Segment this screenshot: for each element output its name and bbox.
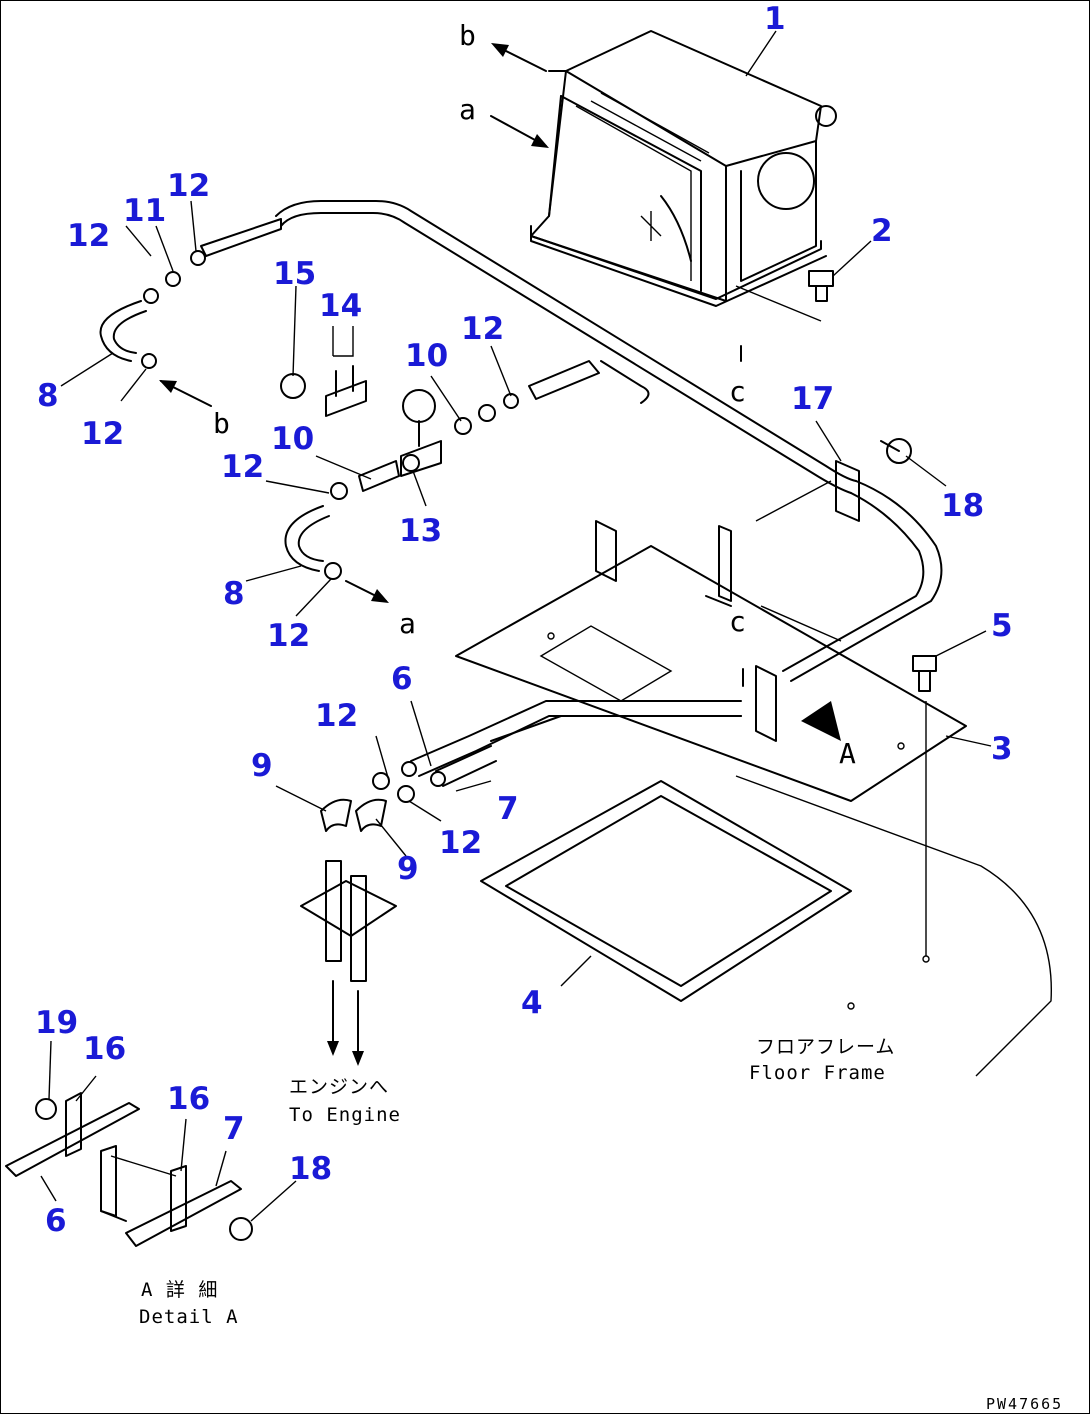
note-floor-frame-en: Floor Frame [749,1062,886,1084]
engine-connector [300,798,397,1066]
callout-7: 7 [497,791,519,827]
callout-7-detail: 7 [223,1111,245,1147]
letter-a-top: a [459,93,476,126]
callout-3: 3 [991,731,1013,767]
part-callouts: 1 2 3 4 5 6 6 7 7 8 8 9 9 10 10 11 12 12… [35,1,1013,1239]
callout-12-b: 12 [167,168,210,204]
callout-12-h: 12 [439,825,482,861]
notes: エンジンへ To Engine フロアフレーム Floor Frame A 詳 … [139,1036,1063,1413]
callout-5: 5 [991,608,1013,644]
clamp-17 [835,438,912,522]
drawing-code: PW47665 [986,1395,1063,1413]
bolt-2 [808,270,834,302]
callout-1: 1 [764,1,786,37]
note-to-engine-jp: エンジンへ [289,1076,389,1098]
hose-fittings [99,218,600,580]
detail-a [5,1092,253,1247]
flow-arrows-top [490,43,549,148]
lower-pipes [372,665,841,803]
frame-4 [480,775,1053,1077]
heater-unit [530,30,837,322]
callout-19: 19 [35,1005,78,1041]
callout-12-d: 12 [461,311,504,347]
note-detail-en: Detail A [139,1306,239,1328]
letter-c-upper: c [729,375,746,408]
callout-4: 4 [521,985,543,1021]
callout-10-lower: 10 [271,421,314,457]
callout-12-g: 12 [315,698,358,734]
callout-13: 13 [399,513,442,549]
flow-arrows-left [159,380,389,603]
callout-10-upper: 10 [405,338,448,374]
floor-plate-3 [455,520,967,802]
callout-8-upper: 8 [37,378,59,414]
callout-18-upper: 18 [941,488,984,524]
c-markers [740,345,842,687]
callout-11: 11 [123,193,166,229]
note-floor-frame-jp: フロアフレーム [756,1036,895,1058]
bolt-5 [912,655,937,963]
letter-a-left: a [399,607,416,640]
connection-letters: b a b a c c A [213,19,856,770]
note-to-engine-en: To Engine [289,1104,401,1126]
callout-8-lower: 8 [223,576,245,612]
letter-view-a: A [839,737,856,770]
callout-2: 2 [871,213,893,249]
callout-9-right: 9 [397,851,419,887]
callout-14: 14 [319,288,362,324]
callout-9-left: 9 [251,748,273,784]
callout-15: 15 [273,256,316,292]
callout-6-detail: 6 [45,1203,67,1239]
upper-pipe [275,200,943,682]
callout-12-e: 12 [221,449,264,485]
callout-17: 17 [791,381,834,417]
letter-b-top: b [459,19,476,52]
letter-c-lower: c [729,605,746,638]
callout-18-detail: 18 [289,1151,332,1187]
letter-b-left: b [213,407,230,440]
note-detail-jp: A 詳 細 [141,1279,218,1301]
callout-6: 6 [391,661,413,697]
leader-lines [40,30,992,1222]
callout-12-a: 12 [67,218,110,254]
callout-12-f: 12 [267,618,310,654]
callout-12-c: 12 [81,416,124,452]
callout-16-left: 16 [83,1031,126,1067]
callout-16-right: 16 [167,1081,210,1117]
